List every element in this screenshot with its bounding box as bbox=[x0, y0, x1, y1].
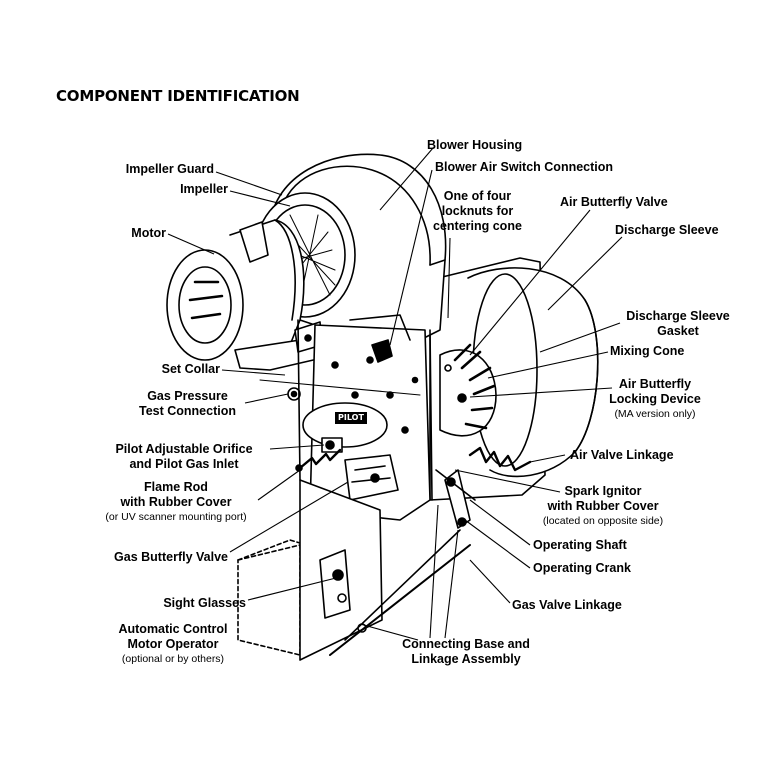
label-discharge-sleeve: Discharge Sleeve bbox=[615, 223, 719, 237]
label-sight-glasses: Sight Glasses bbox=[163, 596, 246, 610]
label-flame-rod-line2: with Rubber Cover bbox=[120, 495, 232, 509]
leader-impeller-guard bbox=[215, 171, 283, 196]
label-operating-shaft: Operating Shaft bbox=[533, 538, 627, 552]
label-locking-line2: Locking Device bbox=[609, 392, 701, 406]
label-gasket-line1: Discharge Sleeve bbox=[626, 309, 730, 323]
leader-set-collar bbox=[221, 369, 286, 376]
label-flame-rod-line1: Flame Rod bbox=[144, 480, 208, 494]
label-pilot-orifice: Pilot Adjustable Orifice and Pilot Gas I… bbox=[96, 442, 272, 472]
label-operating-crank: Operating Crank bbox=[533, 561, 631, 575]
label-locknuts-line2: locknuts for bbox=[441, 204, 514, 218]
label-locknuts-line3: centering cone bbox=[433, 219, 522, 233]
label-spark-note: (located on opposite side) bbox=[542, 515, 664, 527]
leader-impeller bbox=[229, 190, 291, 207]
leader-locknuts bbox=[447, 237, 451, 319]
label-mixing-cone: Mixing Cone bbox=[610, 344, 685, 358]
pilot-body bbox=[302, 402, 388, 448]
label-connecting-line2: Linkage Assembly bbox=[411, 652, 521, 666]
label-locking-note: (MA version only) bbox=[614, 408, 696, 420]
leader-flame-rod bbox=[257, 469, 301, 501]
label-auto-line2: Motor Operator bbox=[127, 637, 219, 651]
pilot-nameplate: PILOT bbox=[338, 413, 364, 422]
air-valve-linkage bbox=[468, 446, 532, 472]
label-gas-butterfly-valve: Gas Butterfly Valve bbox=[114, 550, 228, 564]
label-blower-air-switch: Blower Air Switch Connection bbox=[435, 160, 614, 174]
label-gasket-line2: Gasket bbox=[657, 324, 699, 338]
leader-gas-valve-linkage bbox=[469, 559, 511, 604]
leader-air-locking bbox=[469, 387, 613, 398]
label-auto-line1: Automatic Control bbox=[118, 622, 228, 636]
label-spark-line2: with Rubber Cover bbox=[547, 499, 659, 513]
leader-motor bbox=[167, 233, 215, 255]
label-spark-line1: Spark Ignitor bbox=[564, 484, 642, 498]
label-locknuts-line1: One of four bbox=[443, 189, 512, 203]
motor-operator-box bbox=[237, 544, 301, 656]
label-motor: Motor bbox=[131, 226, 166, 240]
leader-connecting-base-3 bbox=[444, 529, 459, 639]
label-impeller: Impeller bbox=[180, 182, 228, 196]
flame-rod bbox=[298, 448, 342, 470]
leader-pilot-orifice bbox=[269, 444, 325, 450]
label-flame-rod: Flame Rod with Rubber Cover (or UV scann… bbox=[96, 480, 256, 524]
label-gas-pressure-line2: Test Connection bbox=[139, 404, 236, 418]
leader-air-switch bbox=[389, 169, 433, 346]
leader-discharge-sleeve bbox=[547, 236, 623, 311]
label-air-valve-linkage: Air Valve Linkage bbox=[570, 448, 674, 462]
label-air-butterfly-locking: Air Butterfly Locking Device (MA version… bbox=[600, 377, 710, 421]
label-set-collar: Set Collar bbox=[161, 362, 220, 376]
label-locking-line1: Air Butterfly bbox=[618, 377, 692, 391]
leader-mixing-cone bbox=[487, 351, 609, 379]
label-gas-pressure-test: Gas Pressure Test Connection bbox=[130, 389, 245, 419]
leader-connecting-base-1 bbox=[359, 623, 419, 641]
label-air-butterfly-valve: Air Butterfly Valve bbox=[560, 195, 668, 209]
leader-air-valve-linkage bbox=[529, 454, 566, 463]
label-auto-note: (optional or by others) bbox=[121, 653, 225, 665]
label-flame-rod-note: (or UV scanner mounting port) bbox=[105, 511, 247, 523]
label-connecting-line1: Connecting Base and bbox=[402, 637, 530, 651]
linkage-bracket bbox=[299, 479, 383, 661]
leader-operating-shaft bbox=[469, 499, 531, 546]
label-discharge-sleeve-gasket: Discharge Sleeve Gasket bbox=[618, 309, 738, 339]
diagram-title: COMPONENT IDENTIFICATION bbox=[56, 87, 300, 105]
label-impeller-guard: Impeller Guard bbox=[125, 162, 214, 176]
leader-discharge-gasket bbox=[539, 322, 621, 353]
label-connecting-base: Connecting Base and Linkage Assembly bbox=[393, 637, 539, 667]
leader-air-butterfly bbox=[469, 209, 591, 356]
leader-sight-glasses bbox=[247, 577, 337, 601]
leader-gas-pressure bbox=[244, 393, 289, 404]
label-blower-housing: Blower Housing bbox=[427, 138, 523, 152]
gas-valve-linkage-rod bbox=[329, 544, 471, 656]
label-spark-ignitor: Spark Ignitor with Rubber Cover (located… bbox=[538, 484, 668, 528]
operating-shaft bbox=[435, 469, 476, 501]
label-pilot-line1: Pilot Adjustable Orifice bbox=[115, 442, 253, 456]
label-pilot-line2: and Pilot Gas Inlet bbox=[129, 457, 239, 471]
leader-gas-butterfly bbox=[229, 481, 349, 553]
label-gas-valve-linkage: Gas Valve Linkage bbox=[512, 598, 622, 612]
label-gas-pressure-line1: Gas Pressure bbox=[147, 389, 228, 403]
leader-operating-crank bbox=[464, 519, 531, 569]
label-automatic-control: Automatic Control Motor Operator (option… bbox=[108, 622, 238, 666]
leader-blower-housing bbox=[379, 147, 434, 211]
label-locknuts: One of four locknuts for centering cone bbox=[433, 189, 522, 234]
leader-spark-ignitor bbox=[454, 469, 561, 493]
leader-connecting-base-2 bbox=[429, 504, 439, 639]
